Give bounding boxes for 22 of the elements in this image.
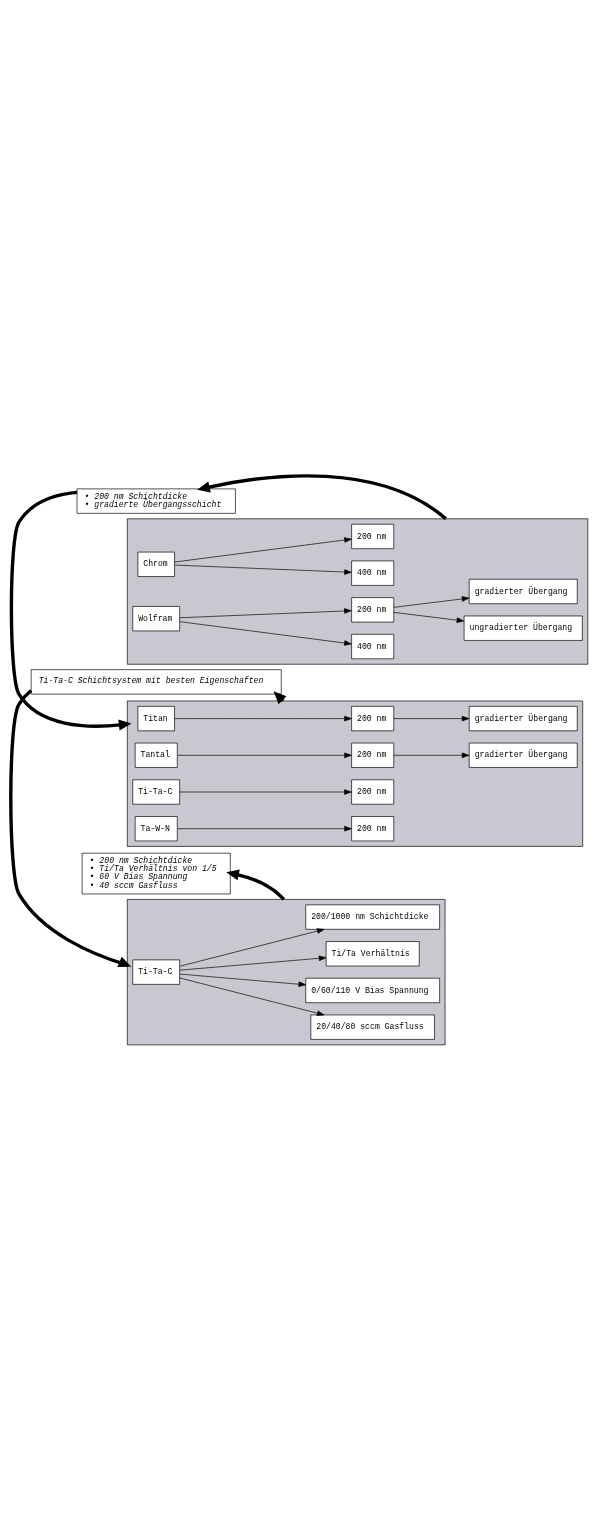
arrow bbox=[9, 689, 132, 967]
arrow bbox=[179, 608, 352, 619]
arrow bbox=[179, 973, 306, 987]
arrow bbox=[177, 826, 352, 832]
arrow bbox=[179, 977, 325, 1016]
arrow bbox=[197, 474, 447, 521]
arrow bbox=[179, 621, 352, 646]
arrow bbox=[393, 752, 470, 759]
arrow bbox=[179, 928, 325, 967]
arrow bbox=[393, 715, 470, 722]
arrow bbox=[9, 490, 132, 731]
arrow bbox=[177, 752, 352, 759]
cluster bbox=[127, 518, 589, 665]
arrow bbox=[226, 869, 286, 901]
arrow bbox=[393, 612, 465, 623]
arrow bbox=[179, 955, 327, 971]
cluster bbox=[127, 899, 446, 1046]
arrow bbox=[393, 596, 470, 608]
arrow bbox=[174, 564, 352, 575]
arrow bbox=[174, 537, 352, 563]
arrow bbox=[179, 789, 352, 795]
arrow bbox=[174, 715, 352, 722]
